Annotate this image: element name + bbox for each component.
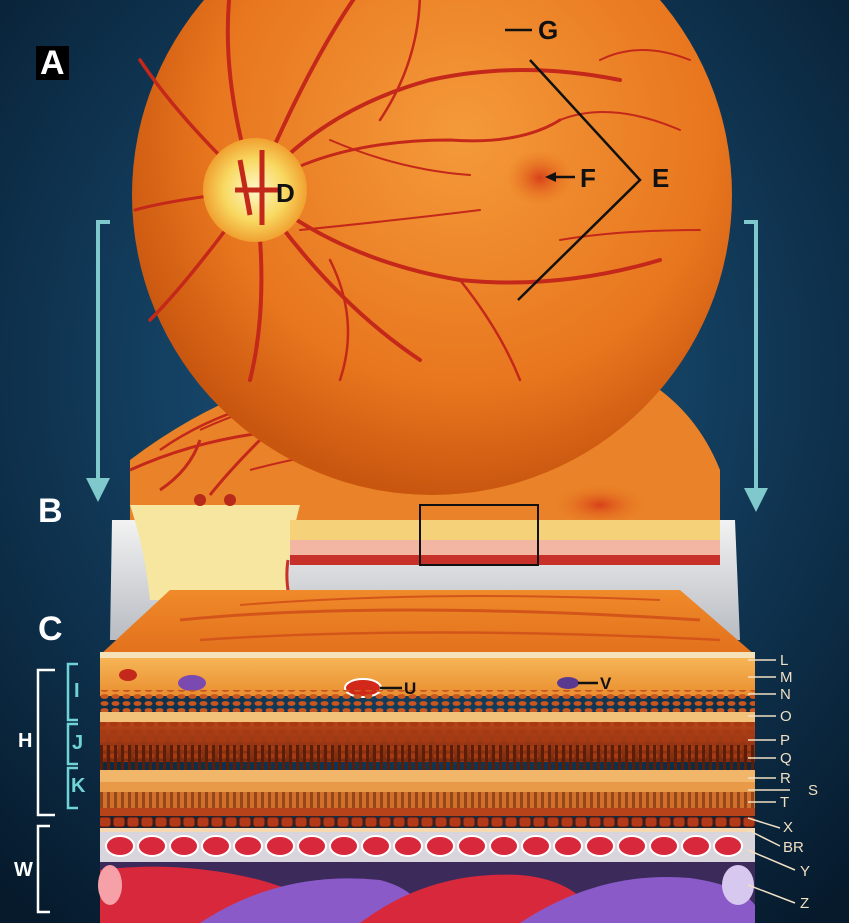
label-o: O <box>780 709 792 724</box>
label-d-optic-disc: D <box>276 180 295 206</box>
label-m: M <box>780 670 793 685</box>
label-e: E <box>652 165 669 191</box>
label-q: Q <box>780 751 792 766</box>
label-z: Z <box>800 896 809 911</box>
label-r: R <box>780 771 791 786</box>
label-u: U <box>404 680 416 697</box>
label-l: L <box>780 653 788 668</box>
label-g: G <box>538 17 558 43</box>
label-x: X <box>783 820 793 835</box>
label-y: Y <box>800 864 810 879</box>
panel-c-layers <box>98 590 755 923</box>
label-k: K <box>71 776 85 796</box>
label-n: N <box>780 687 791 702</box>
label-f-fovea: F <box>580 165 596 191</box>
panel-label-a: A <box>36 46 69 80</box>
label-h: H <box>18 731 32 751</box>
label-t: T <box>780 795 789 810</box>
panel-label-c: C <box>38 612 63 646</box>
label-p: P <box>780 733 790 748</box>
label-i: I <box>74 681 80 701</box>
label-v: V <box>600 675 611 692</box>
label-j: J <box>72 733 83 753</box>
panel-label-b: B <box>38 494 63 528</box>
label-s: S <box>808 783 818 798</box>
label-w: W <box>14 860 33 880</box>
label-br: BR <box>783 840 804 855</box>
